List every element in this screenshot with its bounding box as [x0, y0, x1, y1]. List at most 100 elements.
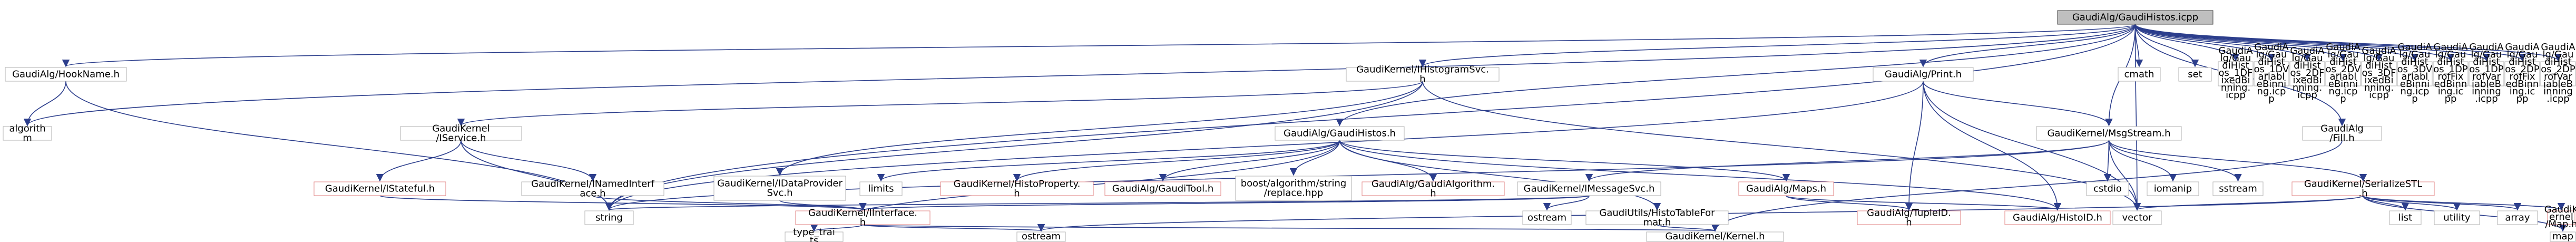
node-label: GaudiAlg/HookName.h [12, 69, 120, 80]
node-iomanip[interactable]: iomanip [2147, 181, 2199, 196]
node-box [2254, 61, 2289, 86]
edge-root-to-h2vb [2134, 24, 2347, 62]
node-box [2389, 210, 2422, 225]
node-label: vector [2122, 212, 2152, 224]
node-root[interactable]: GaudiAlg/GaudiHistos.icpp [2057, 10, 2213, 25]
edge-istateful-to-iinterface [379, 195, 866, 211]
node-maps[interactable]: GaudiAlg/Maps.h [1738, 181, 1834, 196]
node-box [5, 67, 127, 82]
node-box [2289, 61, 2325, 86]
edge-root-to-h2fb [2134, 24, 2311, 62]
node-label: GaudiAlg/TupleID.h [1867, 208, 1951, 228]
node-box [2550, 231, 2576, 242]
node-ostream[interactable]: ostream [1522, 210, 1572, 225]
edge-imsgsvc-to-ostream [1543, 195, 1590, 211]
node-sstream[interactable]: sstream [2212, 181, 2264, 196]
node-box [2218, 61, 2254, 86]
node-serstl[interactable]: GaudiKernel/SerializeSTL.h [2291, 179, 2435, 199]
node-msgstream[interactable]: GaudiKernel/MsgStream.h [2036, 126, 2182, 141]
node-label: ostream [1527, 212, 1566, 224]
node-estream[interactable]: ostream [1016, 231, 1066, 242]
node-box [2434, 210, 2480, 225]
node-label: cstdio [2093, 183, 2122, 195]
node-map[interactable]: map [2550, 231, 2576, 242]
node-gaudialgo[interactable]: GaudiAlg/GaudiAlgorithm.h [1362, 179, 1505, 199]
edge-root-to-set [2134, 24, 2199, 67]
node-string[interactable]: string [584, 210, 634, 225]
node-label: GaudiAlg/Print.h [1885, 69, 1962, 80]
edge-print-to-string [605, 81, 1924, 211]
edge-root-to-algorithm [24, 24, 2136, 127]
edge-print-to-msgstream [1923, 81, 2113, 127]
node-histoprop[interactable]: GaudiKernel/HistoProperty.h [940, 179, 1094, 199]
node-print[interactable]: GaudiAlg/Print.h [1873, 67, 1974, 82]
node-ihistosvc[interactable]: GaudiKernel/IHistogramSvc.h [1346, 64, 1500, 85]
node-list[interactable]: list [2389, 210, 2422, 225]
node-iinterface[interactable]: GaudiKernel/IInterface.h [795, 208, 931, 228]
node-utility[interactable]: utility [2434, 210, 2480, 225]
node-iservice[interactable]: GaudiKernel/IService.h [400, 123, 522, 144]
node-gaudihistos_h[interactable]: GaudiAlg/GaudiHistos.h [1275, 126, 1405, 141]
edge-serstl-to-array [2363, 195, 2521, 211]
edge-msgstream-to-vector [2108, 140, 2141, 211]
node-vector[interactable]: vector [2112, 210, 2162, 225]
node-box [2057, 10, 2213, 25]
edge-root-to-p2vb [2134, 24, 2562, 62]
edge-root-to-h1vb [2134, 24, 2276, 62]
node-box [2497, 210, 2538, 225]
node-label: utility [2443, 212, 2471, 224]
edge-root-to-string [605, 24, 2136, 211]
node-box [2004, 210, 2111, 225]
edge-gaudihistos_h-to-boostalgo [1289, 140, 1340, 176]
node-label: GaudiAlg/GaudiHistos.icpp [2072, 12, 2198, 23]
node-hookname[interactable]: GaudiAlg/HookName.h [5, 67, 127, 82]
node-label: iomanip [2154, 183, 2192, 195]
node-box [1016, 231, 1066, 242]
node-box [2147, 181, 2199, 196]
node-cmath[interactable]: cmath [2118, 67, 2161, 82]
node-kernel[interactable]: GaudiKernel/Kernel.h [1646, 231, 1784, 242]
edge-print-to-histoid [1923, 81, 2062, 211]
edge-ihistosvc-to-idataprov [776, 81, 1423, 176]
node-box [785, 231, 844, 242]
node-array[interactable]: array [2497, 210, 2538, 225]
edge-iservice-to-istateful [376, 140, 462, 182]
node-limits[interactable]: limits [859, 181, 903, 196]
node-label: GaudiKernel/IInterface.h [808, 208, 917, 228]
node-boostalgo[interactable]: boost/algorithm/string/replace.hpp [1235, 176, 1352, 201]
node-imsgsvc[interactable]: GaudiKernel/IMessageSvc.h [1517, 181, 1661, 196]
node-istateful[interactable]: GaudiKernel/IStateful.h [314, 181, 446, 196]
node-cstdio[interactable]: cstdio [2086, 181, 2129, 196]
edge-root-to-h1fb [2134, 24, 2240, 62]
edge-fill-to-kernel [1711, 140, 2343, 232]
node-box [713, 176, 846, 201]
node-label: string [595, 212, 623, 224]
edge-root-to-vector [2133, 24, 2141, 211]
node-set[interactable]: set [2178, 67, 2212, 82]
node-tupleid[interactable]: GaudiAlg/TupleID.h [1857, 208, 1961, 228]
edge-msgstream-to-sstream [2108, 140, 2242, 182]
node-histoid[interactable]: GaudiAlg/HistoID.h [2004, 210, 2111, 225]
node-fill[interactable]: GaudiAlg/Fill.h [2302, 123, 2382, 144]
node-box [2397, 61, 2433, 86]
node-gauditool[interactable]: GaudiAlg/GaudiTool.h [1104, 181, 1221, 196]
